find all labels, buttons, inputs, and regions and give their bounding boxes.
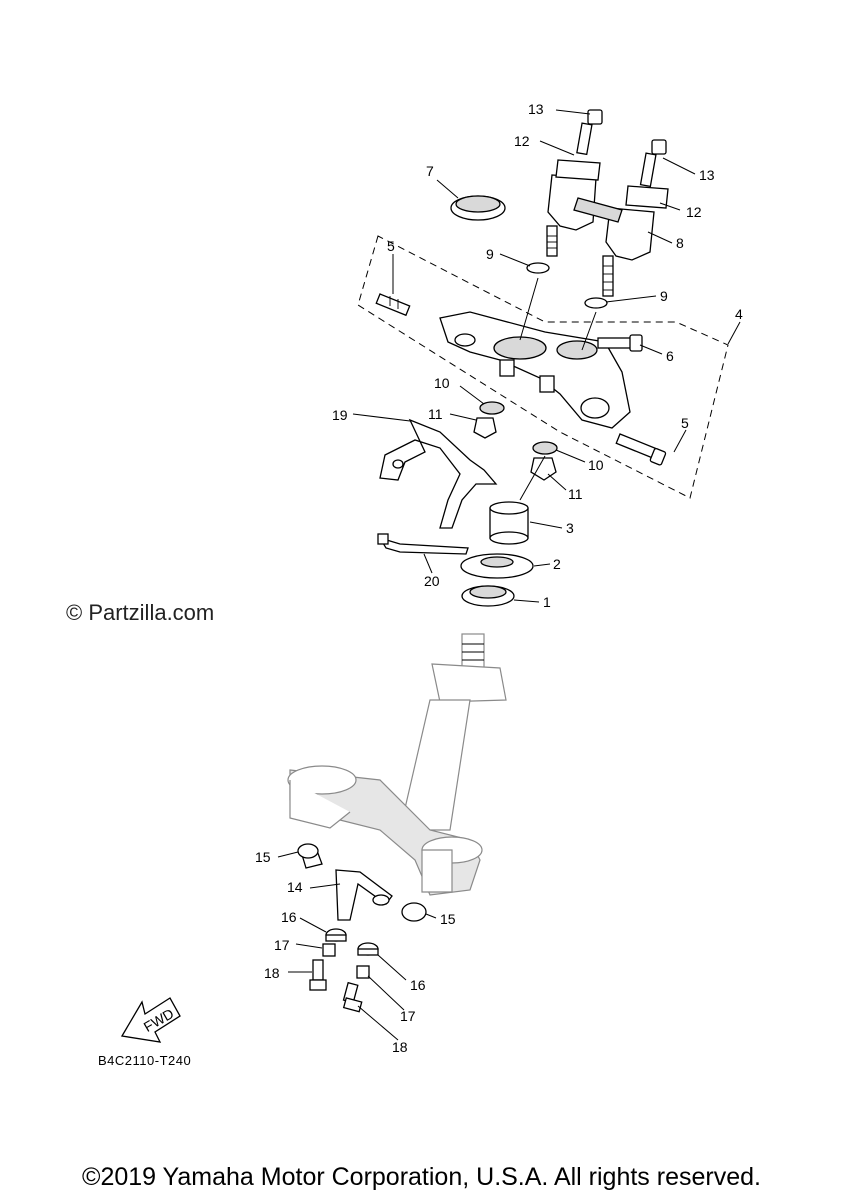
callout-19: 19 <box>332 407 348 423</box>
callout-17: 17 <box>400 1008 416 1024</box>
steering-cap <box>450 195 506 221</box>
callout-18: 18 <box>392 1039 408 1055</box>
pinch-bolt-5-upper <box>375 293 411 317</box>
callout-12: 12 <box>514 133 530 149</box>
washer-10-right <box>532 441 558 455</box>
callout-1: 1 <box>543 594 551 610</box>
callout-16: 16 <box>410 977 426 993</box>
bearing-1 <box>461 585 515 607</box>
callout-8: 8 <box>676 235 684 251</box>
callout-3: 3 <box>566 520 574 536</box>
fwd-arrow-icon: FWD <box>120 997 181 1043</box>
callout-numbers: 13 12 13 12 7 8 9 9 5 4 6 10 19 11 5 10 … <box>255 101 743 1055</box>
copyright-notice: ©2019 Yamaha Motor Corporation, U.S.A. A… <box>82 1163 761 1191</box>
callout-9: 9 <box>486 246 494 262</box>
handlebar-holder-right <box>602 185 669 297</box>
callout-15: 15 <box>440 911 456 927</box>
holder-link-bar <box>573 197 623 223</box>
stay-19 <box>379 418 498 529</box>
callout-4: 4 <box>735 306 743 322</box>
bracket-14 <box>335 869 393 921</box>
grommet-16-left <box>325 928 347 942</box>
diagram-code: B4C2110-T240 <box>98 1053 192 1068</box>
callout-5: 5 <box>681 415 689 431</box>
callout-13: 13 <box>528 101 544 117</box>
callout-2: 2 <box>553 556 561 572</box>
callout-15: 15 <box>255 849 271 865</box>
watermark: © Partzilla.com <box>66 600 215 625</box>
callout-18: 18 <box>264 965 280 981</box>
damper-15-left <box>297 843 323 869</box>
callout-20: 20 <box>424 573 440 589</box>
leader-lines <box>277 109 741 1041</box>
collar-17-left <box>322 943 336 957</box>
callout-7: 7 <box>426 163 434 179</box>
pinch-bolt-5-lower <box>615 433 667 466</box>
callout-14: 14 <box>287 879 303 895</box>
nut-11-left <box>473 417 497 439</box>
bolt-18-left <box>309 959 327 991</box>
callout-17: 17 <box>274 937 290 953</box>
upper-bracket <box>439 311 631 429</box>
callout-16: 16 <box>281 909 297 925</box>
bolt-18-right <box>342 981 363 1013</box>
assembly-group-outline <box>357 235 729 499</box>
callout-10: 10 <box>588 457 604 473</box>
handlebar-holder-left <box>546 159 601 257</box>
bolt-6 <box>597 334 643 352</box>
grommet-16-right <box>357 942 379 956</box>
nut-11-right <box>530 457 557 481</box>
race-3 <box>489 501 529 545</box>
washer-9-right <box>584 297 608 309</box>
callout-9: 9 <box>660 288 668 304</box>
callout-11: 11 <box>568 486 583 502</box>
callout-11: 11 <box>428 406 443 422</box>
damper-15-right <box>401 902 427 922</box>
callout-10: 10 <box>434 375 450 391</box>
collar-17-right <box>356 965 370 979</box>
steering-stem-ghost <box>287 633 507 896</box>
holder-bolt-left <box>576 109 603 156</box>
band-20 <box>377 533 469 555</box>
callout-5: 5 <box>387 238 395 254</box>
callout-6: 6 <box>666 348 674 364</box>
callout-12: 12 <box>686 204 702 220</box>
washer-10-left <box>479 401 505 415</box>
callout-13: 13 <box>699 167 715 183</box>
holder-bolt-right <box>639 139 667 188</box>
washer-9-left <box>526 262 550 274</box>
seal-2 <box>460 553 534 579</box>
